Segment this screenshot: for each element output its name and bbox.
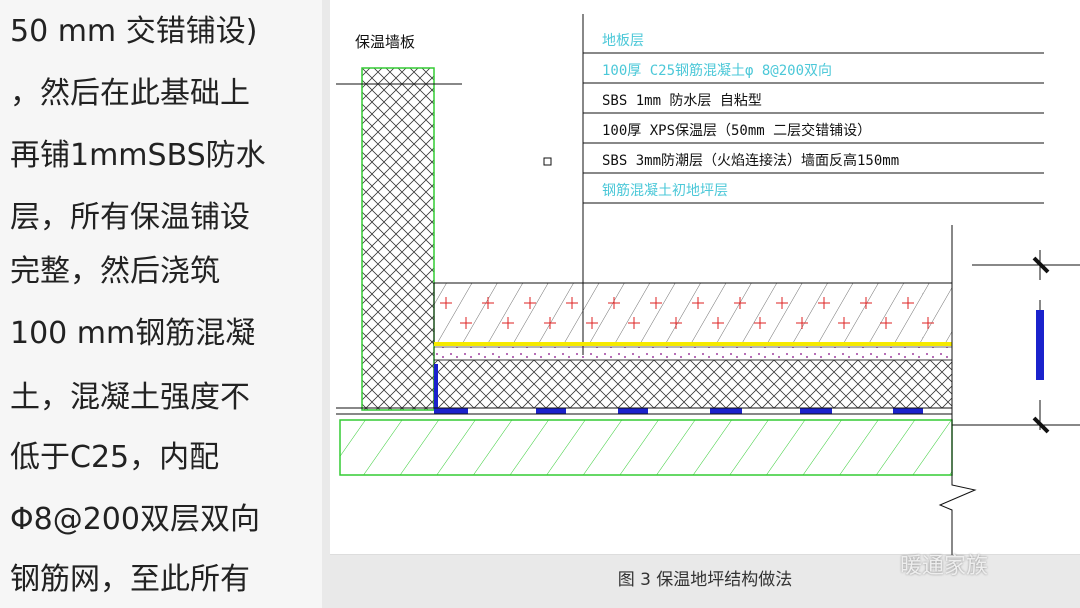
concrete-slab-layer	[433, 282, 953, 346]
rebar-mark	[860, 297, 872, 309]
rebar-mark	[922, 317, 934, 329]
xps-insulation-layer	[433, 359, 953, 409]
layer-label: 100厚 C25钢筋混凝土φ 8@200双向	[602, 62, 832, 79]
rebar-mark	[524, 297, 536, 309]
moisture-barrier-segment	[710, 408, 742, 414]
rebar-mark	[692, 297, 704, 309]
moisture-barrier-segment	[618, 408, 648, 414]
body-text-line: 钢筋网，至此所有	[10, 562, 250, 597]
layer-label: 地板层	[602, 33, 644, 49]
base-concrete-layer	[339, 419, 953, 476]
rebar-mark	[754, 317, 766, 329]
rebar-mark	[502, 317, 514, 329]
wall-insulation-panel	[361, 67, 435, 411]
floor-section-drawing: 保温墙板 地板层 100厚 C25钢筋混凝土φ 8@200双向 SBS 1mm 防水…	[330, 0, 1080, 555]
wall-label: 保温墙板	[355, 33, 415, 51]
layer-label: SBS 3mm防潮层（火焰连接法）墙面反高150mm	[602, 152, 899, 169]
break-line	[938, 225, 977, 555]
body-text-panel: 50 mm 交错铺设) ，然后在此基础上 再铺1mmSBS防水 层，所有保温铺设…	[0, 0, 322, 608]
body-text-line: Φ8@200双层双向	[10, 502, 260, 537]
rebar-mark	[838, 317, 850, 329]
levelling-layer	[433, 346, 953, 361]
layer-label: 钢筋混凝土初地坪层	[602, 182, 728, 199]
body-text-line: 层，所有保温铺设	[10, 200, 250, 235]
rebar-mark	[902, 297, 914, 309]
rebar-mark	[586, 317, 598, 329]
figure-caption: 图 3 保温地坪结构做法	[617, 570, 793, 590]
rebar-mark	[670, 317, 682, 329]
moisture-barrier-segment	[800, 408, 832, 414]
cad-drawing: 保温墙板 地板层 100厚 C25钢筋混凝土φ 8@200双向 SBS 1mm 防水…	[336, 14, 1080, 555]
body-text-line: 再铺1mmSBS防水	[10, 138, 266, 173]
rebar-mark	[796, 317, 808, 329]
body-text-line: 土，混凝土强度不	[10, 380, 250, 415]
body-text-line: 50 mm 交错铺设)	[10, 14, 258, 49]
moisture-barrier-segment	[438, 408, 468, 414]
rebar-mark	[628, 317, 640, 329]
rebar-mark	[566, 297, 578, 309]
body-text-line: 完整，然后浇筑	[10, 254, 220, 289]
body-text-line: ，然后在此基础上	[10, 76, 250, 111]
rebar-mark	[544, 317, 556, 329]
rebar-mark	[734, 297, 746, 309]
rebar-mark	[482, 297, 494, 309]
waterproof-layer	[434, 342, 952, 346]
rebar-mark	[776, 297, 788, 309]
rebar-mark	[440, 297, 452, 309]
body-text-line: 低于C25，内配	[10, 440, 220, 475]
rebar-mark	[650, 297, 662, 309]
body-text-line: 100 mm钢筋混凝	[10, 316, 256, 351]
rebar-mark	[880, 317, 892, 329]
layer-label: 100厚 XPS保温层（50mm 二层交错铺设）	[602, 122, 871, 139]
rebar-mark	[712, 317, 724, 329]
rebar-mark	[608, 297, 620, 309]
layer-label: SBS 1mm 防水层 自粘型	[602, 93, 762, 109]
moisture-barrier-segment	[893, 408, 923, 414]
watermark: 暖通家族	[900, 554, 989, 579]
rebar-mark	[818, 297, 830, 309]
rebar-mark	[460, 317, 472, 329]
moisture-barrier-segment	[536, 408, 566, 414]
